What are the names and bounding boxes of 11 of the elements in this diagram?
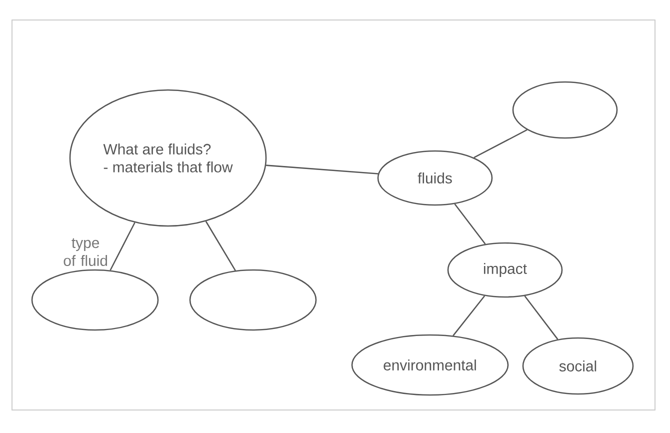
connector-line [524,296,558,340]
connector-line [110,222,136,271]
edge-label: type of fluid [64,238,108,266]
connector-line [454,204,486,244]
empty-ellipse [31,269,159,331]
connector-line [452,295,486,336]
connector-line [205,221,236,271]
connector-line [266,164,378,174]
connector-line [474,129,528,158]
empty-ellipse [189,269,317,331]
empty-ellipse [512,81,618,139]
